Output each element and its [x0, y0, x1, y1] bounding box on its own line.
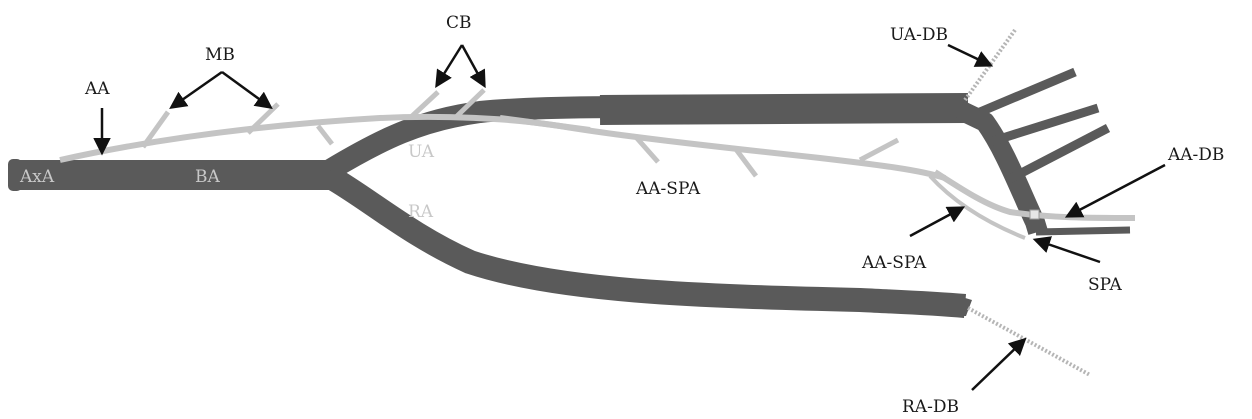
label-mb: MB [205, 45, 235, 65]
digital-branch-4 [1036, 230, 1130, 232]
label-axa: AxA [19, 167, 55, 187]
ai-overlap-band [500, 118, 590, 130]
label-ra: RA [408, 202, 434, 222]
label-aa-spa-mid: AA-SPA [635, 179, 701, 199]
side-branch-3 [860, 140, 898, 160]
aa-db-arrow [1068, 165, 1165, 216]
mb-arrow-right [222, 72, 270, 107]
aa-spa-arrow [910, 208, 962, 236]
label-spa: SPA [1088, 275, 1123, 295]
label-cb: CB [446, 13, 472, 33]
cb-arrow-left [437, 45, 462, 85]
mb-arrow-left [172, 72, 222, 107]
spa-arrow [1036, 240, 1100, 262]
label-aa-db: AA-DB [1167, 145, 1224, 165]
label-ba: BA [195, 167, 220, 187]
label-ra-db: RA-DB [902, 397, 959, 417]
ra-db-vessel [968, 308, 1090, 375]
muscular-branch-3 [318, 126, 332, 144]
ulnar-artery-widening [600, 108, 968, 110]
digital-branch-1 [980, 72, 1075, 112]
label-aa: AA [84, 79, 110, 99]
label-ua: UA [408, 142, 435, 162]
label-aa-spa-lower: AA-SPA [861, 253, 927, 273]
junction-marker [1030, 210, 1039, 219]
cb-arrow-right [462, 45, 484, 85]
dark-vessels [8, 72, 1130, 316]
ua-db-arrow [948, 45, 990, 65]
label-ua-db: UA-DB [890, 25, 948, 45]
ra-db-arrow [972, 340, 1024, 390]
